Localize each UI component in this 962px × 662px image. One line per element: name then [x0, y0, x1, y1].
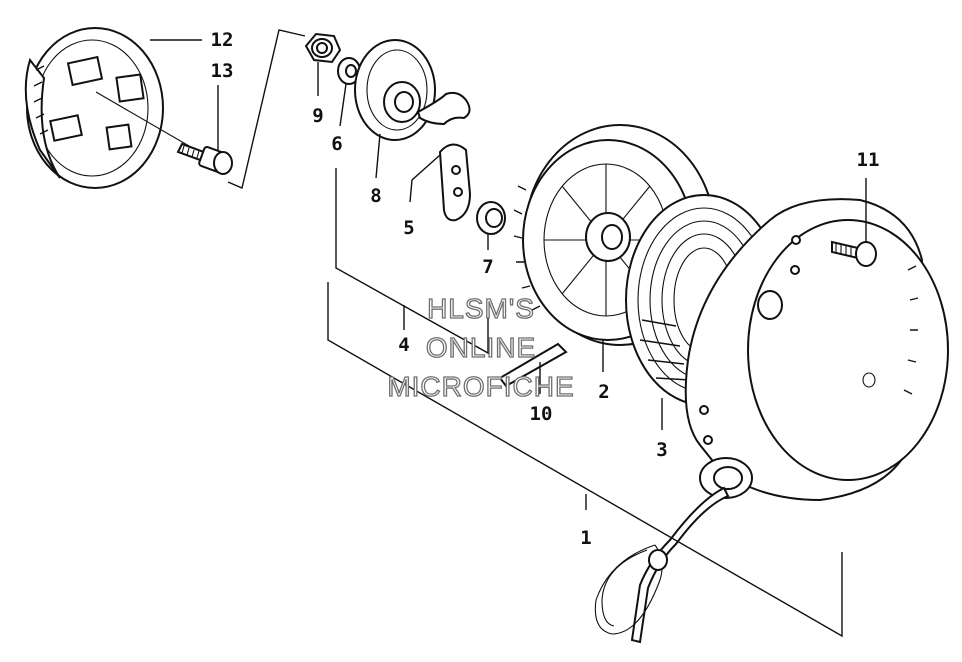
callout-8: 8	[370, 185, 381, 207]
callout-1: 1	[580, 527, 591, 549]
bracket-4	[335, 168, 489, 355]
leader-line-6	[339, 83, 347, 127]
callout-3: 3	[656, 439, 667, 461]
rope-end-part-10	[498, 342, 568, 388]
callout-10: 10	[530, 403, 553, 425]
callout-9: 9	[312, 105, 323, 127]
watermark-line-1: HLSM'S	[427, 293, 535, 324]
pull-rope-handle	[594, 486, 730, 644]
callout-13: 13	[211, 60, 234, 82]
starter-cup-part-12	[24, 27, 164, 189]
callout-11: 11	[857, 149, 880, 171]
callout-5: 5	[403, 217, 414, 239]
friction-plate-part-8	[354, 39, 471, 141]
screw-part-11	[831, 240, 877, 267]
leader-line-5	[409, 154, 441, 203]
callout-2: 2	[598, 381, 609, 403]
bracket-9-13	[227, 29, 306, 189]
nut-part-9	[304, 32, 342, 64]
callout-6: 6	[331, 133, 342, 155]
watermark: HLSM'S ONLINE MICROFICHE	[387, 292, 575, 402]
ratchet-pawl-part-5	[438, 143, 472, 222]
bolt-axis-line	[95, 91, 197, 151]
callout-12: 12	[211, 29, 234, 51]
main-bracket-1	[327, 282, 843, 638]
washer-part-6	[337, 57, 361, 85]
watermark-line-2: ONLINE	[426, 332, 536, 363]
bolt-part-13	[176, 142, 233, 175]
watermark-line-3: MICROFICHE	[387, 371, 574, 402]
callout-7: 7	[482, 256, 493, 278]
collar-part-7	[476, 201, 506, 235]
callout-4: 4	[398, 334, 409, 356]
leader-line-8	[375, 133, 381, 179]
starter-housing-part-1	[684, 198, 949, 502]
